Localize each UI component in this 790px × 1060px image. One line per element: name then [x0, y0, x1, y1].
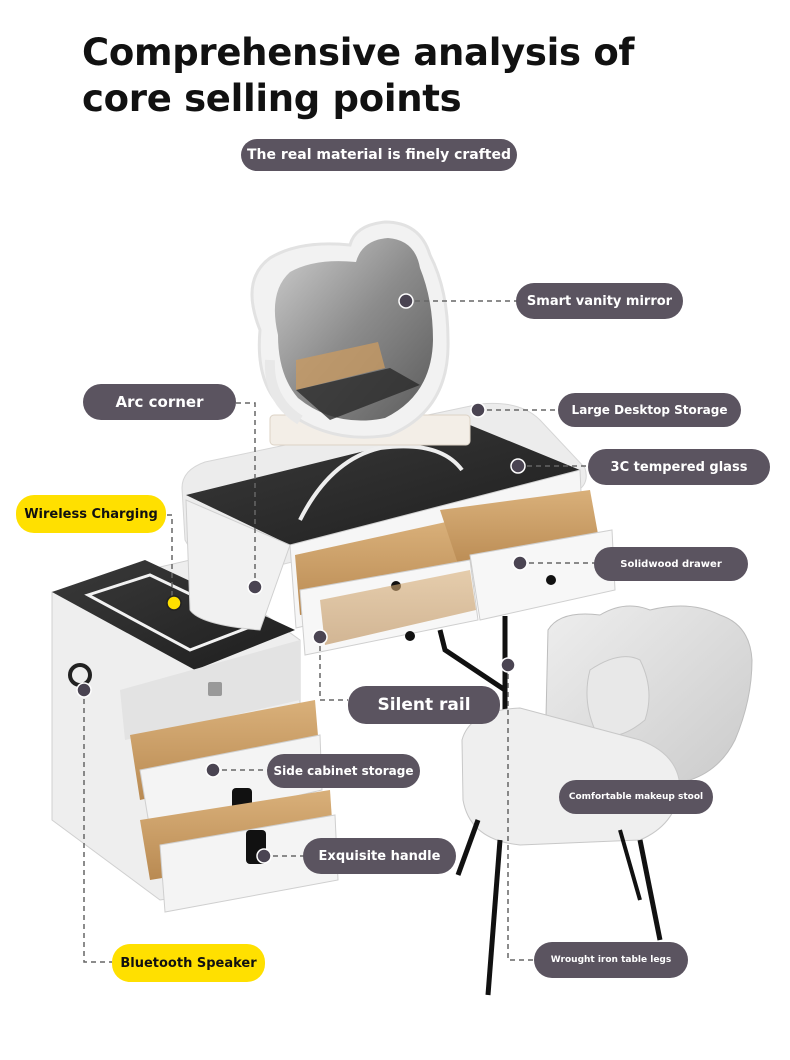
callout-silent-rail: Silent rail	[348, 686, 500, 724]
callout-table-legs: Wrought iron table legs	[534, 942, 688, 978]
callout-makeup-stool-label: Comfortable makeup stool	[568, 792, 704, 802]
callout-bluetooth-speaker-label: Bluetooth Speaker	[120, 955, 257, 971]
callout-tempered-glass: 3C tempered glass	[588, 449, 770, 485]
callout-exquisite-handle-label: Exquisite handle	[318, 848, 441, 864]
callout-arc-corner-label: Arc corner	[115, 393, 204, 411]
callout-desktop-storage: Large Desktop Storage	[558, 393, 741, 427]
callout-arc-corner: Arc corner	[83, 384, 236, 420]
callout-bluetooth-speaker: Bluetooth Speaker	[112, 944, 265, 982]
callout-side-cabinet: Side cabinet storage	[267, 754, 420, 788]
subtitle-badge: The real material is finely crafted	[241, 139, 517, 171]
callout-makeup-stool: Comfortable makeup stool	[559, 780, 713, 814]
callout-silent-rail-label: Silent rail	[377, 695, 471, 715]
callout-table-legs-label: Wrought iron table legs	[550, 955, 672, 965]
callout-solidwood-drawer-label: Solidwood drawer	[620, 558, 722, 570]
callout-desktop-storage-label: Large Desktop Storage	[571, 403, 728, 417]
callout-smart-mirror: Smart vanity mirror	[516, 283, 683, 319]
side-cabinet	[51, 559, 339, 913]
desk	[181, 402, 616, 720]
callout-solidwood-drawer: Solidwood drawer	[594, 547, 748, 581]
callout-wireless-charging: Wireless Charging	[16, 495, 166, 533]
callout-wireless-charging-label: Wireless Charging	[24, 506, 158, 522]
callout-exquisite-handle: Exquisite handle	[303, 838, 456, 874]
callout-side-cabinet-label: Side cabinet storage	[273, 764, 414, 778]
page-title: Comprehensive analysis of core selling p…	[82, 31, 635, 120]
subtitle-text: The real material is finely crafted	[246, 147, 512, 163]
mirror	[250, 220, 450, 439]
callout-tempered-glass-label: 3C tempered glass	[610, 459, 748, 475]
callout-smart-mirror-label: Smart vanity mirror	[526, 293, 673, 309]
